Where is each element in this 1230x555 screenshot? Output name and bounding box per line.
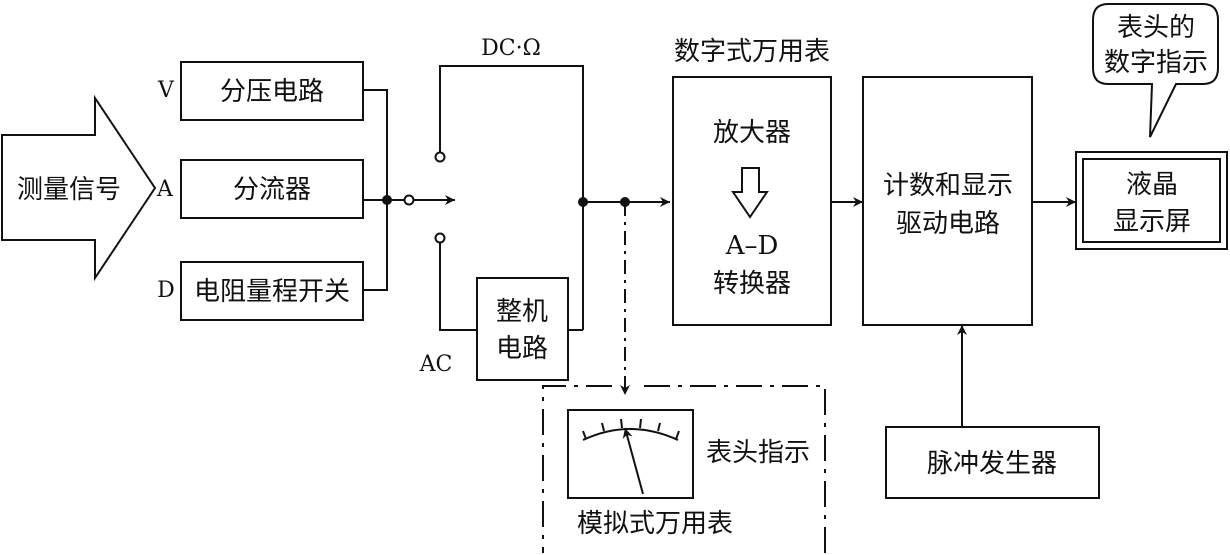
bus-junction xyxy=(382,195,392,205)
lcd-outer-box xyxy=(1075,151,1228,250)
v-letter: V xyxy=(157,78,175,103)
ad-label-1: A–D xyxy=(725,231,779,261)
switch-common-contact xyxy=(403,194,415,206)
counter-driver-box xyxy=(862,76,1033,326)
down-hollow-arrow xyxy=(731,167,769,219)
rectifier-label-1: 整机 xyxy=(496,297,548,327)
input-signal-arrow xyxy=(1,94,157,282)
counter-label-2: 驱动电路 xyxy=(896,209,1000,239)
ad-label-2: 转换器 xyxy=(713,269,791,299)
d-letter: D xyxy=(157,278,175,303)
callout-bubble xyxy=(1092,3,1219,138)
pulse-generator-box xyxy=(885,426,1100,499)
ac-label: AC xyxy=(419,352,453,377)
pulse-generator-label: 脉冲发生器 xyxy=(927,449,1057,479)
shunt-label: 分流器 xyxy=(233,175,311,205)
signal-junction-2 xyxy=(620,197,630,207)
analog-meter-title: 模拟式万用表 xyxy=(577,509,733,539)
dc-ohm-wire xyxy=(439,65,584,330)
meter-scale-arc xyxy=(582,428,679,441)
signal-junction-1 xyxy=(578,197,588,207)
rectifier-label-2: 电路 xyxy=(496,334,548,364)
counter-label-1: 计数和显示 xyxy=(883,171,1013,201)
lcd-label-1: 液晶 xyxy=(1126,170,1178,200)
dc-ohm-label: DC·Ω xyxy=(481,36,541,61)
meter-ticks xyxy=(582,418,680,440)
meter-indication-label: 表头指示 xyxy=(706,438,810,468)
input-bus-wire xyxy=(363,89,405,291)
amplifier-label: 放大器 xyxy=(713,118,791,148)
voltage-divider-label: 分压电路 xyxy=(220,77,324,107)
resistance-range-label: 电阻量程开关 xyxy=(194,277,350,307)
meter-face xyxy=(567,409,694,499)
lcd-inner-box xyxy=(1082,158,1221,243)
meter-needle xyxy=(622,427,644,495)
rectifier-box xyxy=(476,277,569,381)
lcd-label-2: 显示屏 xyxy=(1113,207,1191,237)
digital-meter-title: 数字式万用表 xyxy=(674,37,830,67)
ac-wire xyxy=(439,242,477,331)
a-letter: A xyxy=(156,177,174,202)
switch-ac-contact xyxy=(434,232,446,244)
callout-line-2: 数字指示 xyxy=(1104,48,1208,78)
callout-line-1: 表头的 xyxy=(1117,13,1195,43)
shunt-box xyxy=(180,159,364,219)
analog-meter-frame xyxy=(542,385,826,553)
switch-dc-contact xyxy=(434,151,446,163)
input-signal-label: 测量信号 xyxy=(17,175,121,205)
